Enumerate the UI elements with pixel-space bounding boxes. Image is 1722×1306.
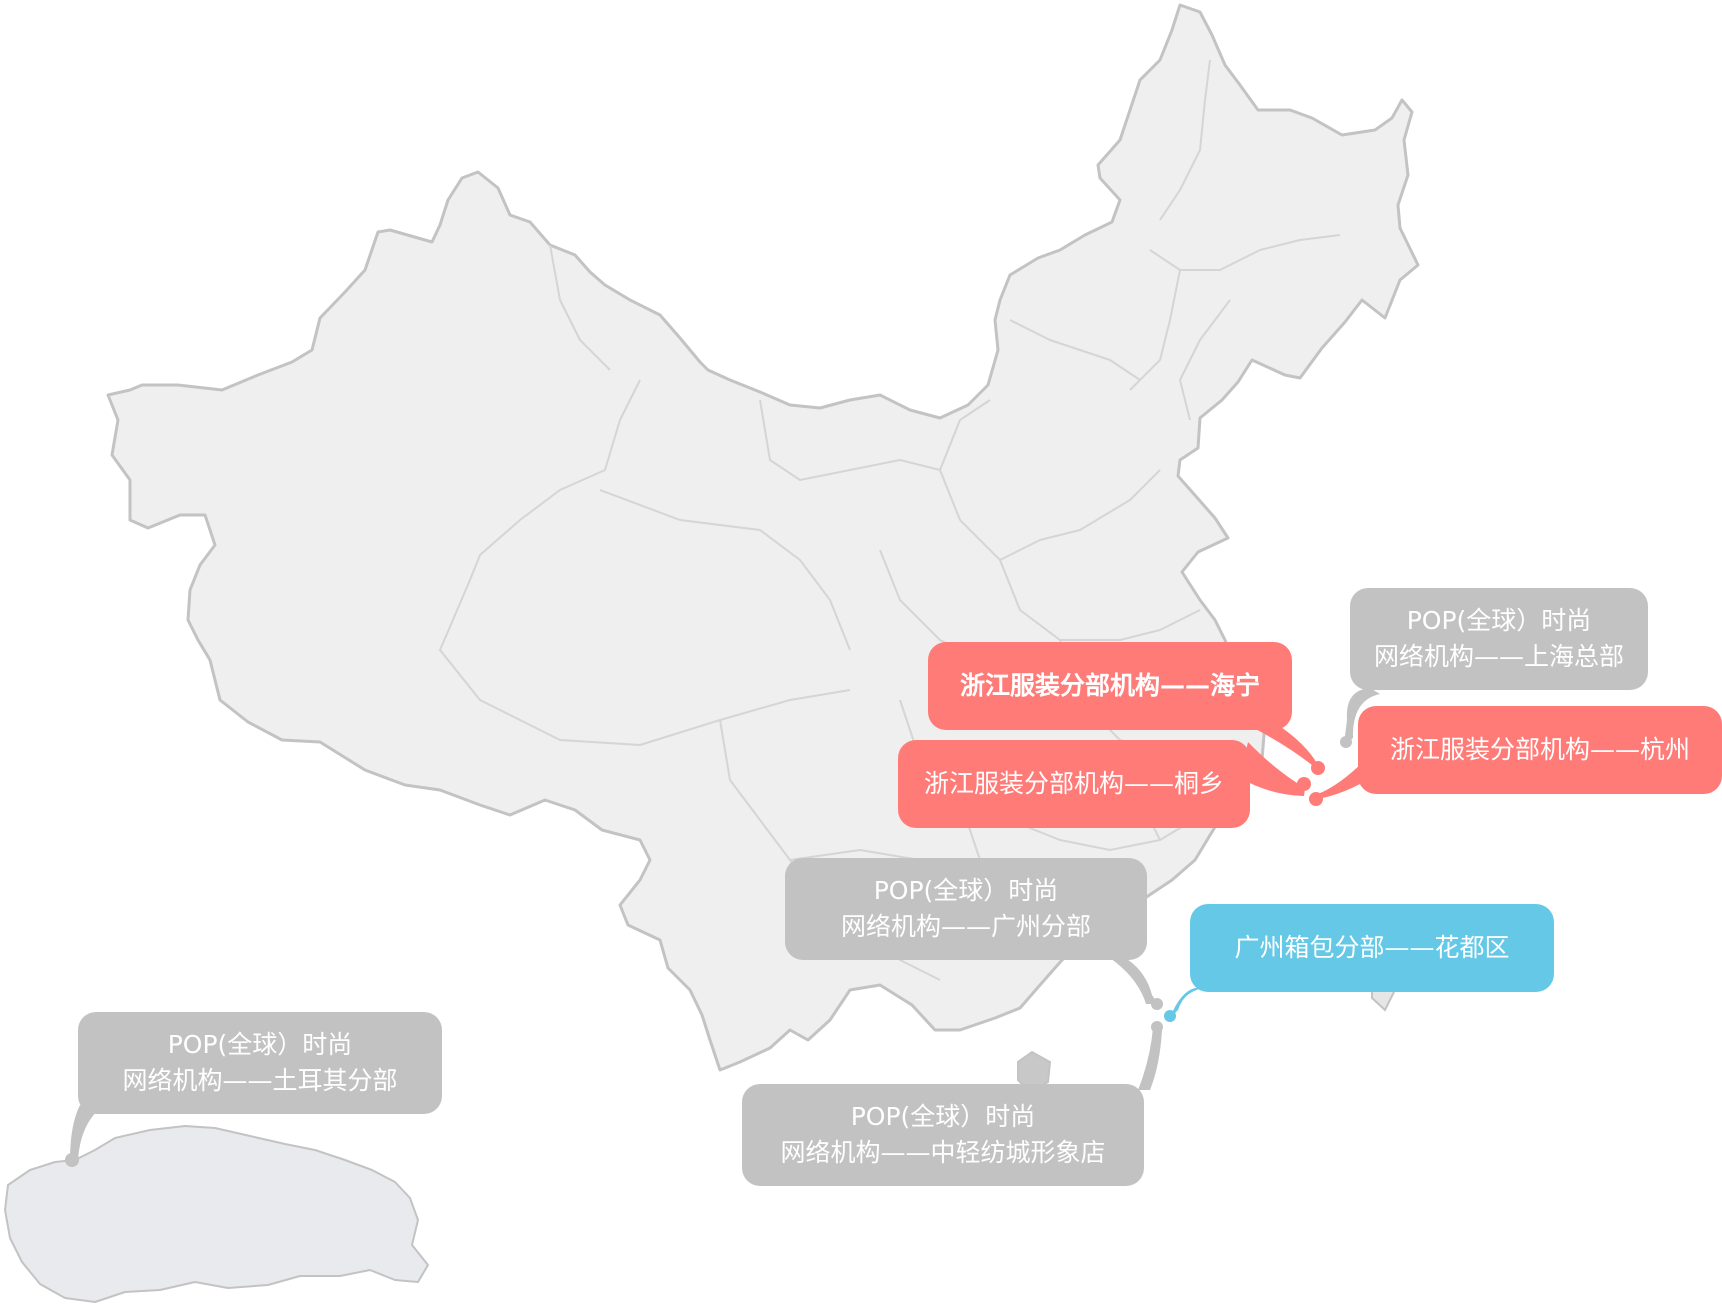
zhongqing-dot <box>1151 1021 1163 1033</box>
shanghai-pointer <box>1344 688 1380 744</box>
huadu-text: 广州箱包分部——花都区 <box>1234 932 1510 962</box>
turkey-dot <box>65 1153 79 1167</box>
tongxiang-pointer <box>1240 742 1305 796</box>
zhongqing-store-line2: 网络机构——中轻纺城形象店 <box>780 1138 1106 1167</box>
turkey-branch-line1: POP(全球）时尚 <box>167 1029 353 1059</box>
guangzhou-pointer <box>1110 955 1158 1004</box>
zhongqing-store-line1: POP(全球）时尚 <box>850 1101 1036 1131</box>
guangzhou-branch-label[interactable]: POP(全球）时尚 网络机构——广州分部 <box>785 858 1147 960</box>
haining-dot <box>1311 761 1325 775</box>
shanghai-hq-label[interactable]: POP(全球）时尚 网络机构——上海总部 <box>1350 588 1648 690</box>
hangzhou-label[interactable]: 浙江服装分部机构——杭州 <box>1358 706 1722 794</box>
zhongqing-store-label[interactable]: POP(全球）时尚 网络机构——中轻纺城形象店 <box>742 1084 1144 1186</box>
turkey-branch-line2: 网络机构——土耳其分部 <box>122 1066 398 1095</box>
hainan-island <box>1017 1050 1052 1094</box>
zhongqing-pointer <box>1138 1028 1162 1090</box>
turkey-pointer <box>70 1105 98 1160</box>
haining-label[interactable]: 浙江服装分部机构——海宁 <box>928 642 1292 730</box>
huadu-label[interactable]: 广州箱包分部——花都区 <box>1190 904 1554 992</box>
guangzhou-branch-line1: POP(全球）时尚 <box>873 875 1059 905</box>
connectors <box>65 688 1380 1167</box>
shanghai-dot <box>1340 736 1352 748</box>
tongxiang-text: 浙江服装分部机构——桐乡 <box>923 768 1224 798</box>
hangzhou-dot <box>1309 792 1323 806</box>
haining-text: 浙江服装分部机构——海宁 <box>959 670 1260 700</box>
guangzhou-dot <box>1151 998 1163 1010</box>
haining-pointer <box>1250 720 1318 770</box>
turkey-branch-label[interactable]: POP(全球）时尚 网络机构——土耳其分部 <box>78 1012 442 1114</box>
tongxiang-dot <box>1297 777 1311 791</box>
shanghai-hq-line2: 网络机构——上海总部 <box>1373 642 1624 671</box>
tongxiang-label[interactable]: 浙江服装分部机构——桐乡 <box>898 740 1250 828</box>
huadu-dot <box>1164 1010 1176 1022</box>
huadu-pointer <box>1170 988 1210 1018</box>
guangzhou-branch-line2: 网络机构——广州分部 <box>840 912 1091 941</box>
shanghai-hq-line1: POP(全球）时尚 <box>1406 605 1592 635</box>
hangzhou-text: 浙江服装分部机构——杭州 <box>1389 734 1690 764</box>
turkey-map <box>4 1125 429 1303</box>
